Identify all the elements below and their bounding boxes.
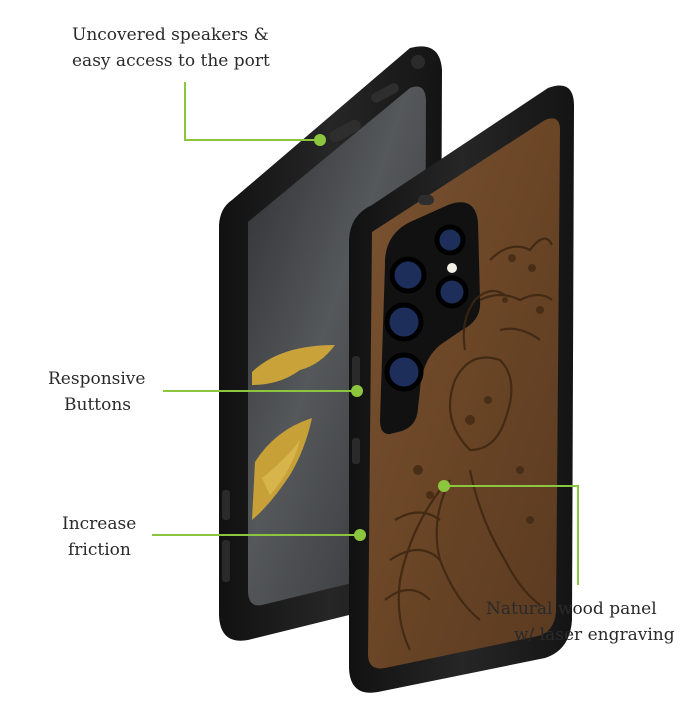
- speakers-line2: easy access to the port: [72, 51, 270, 71]
- callout-lines: [152, 82, 579, 585]
- friction-callout-label: Increase friction: [62, 511, 136, 563]
- wood-line2: w/ laser engraving: [514, 625, 675, 645]
- buttons-callout-dot: [351, 385, 363, 397]
- buttons-line1: Responsive: [48, 369, 146, 389]
- speaker-callout-dot: [314, 134, 326, 146]
- buttons-callout-label: Responsive Buttons: [48, 366, 145, 418]
- buttons-line2: Buttons: [64, 395, 132, 415]
- friction-line2: friction: [68, 540, 131, 560]
- speakers-line1: Uncovered speakers &: [72, 25, 269, 45]
- wood-callout-label: Natural wood panel w/ laser engraving: [486, 596, 675, 648]
- wood-callout-dot: [438, 480, 450, 492]
- friction-line1: Increase: [62, 514, 137, 534]
- back-phone: [349, 85, 575, 693]
- speakers-callout-label: Uncovered speakers & easy access to the …: [72, 22, 270, 74]
- wood-line1: Natural wood panel: [486, 599, 657, 619]
- friction-callout-dot: [354, 529, 366, 541]
